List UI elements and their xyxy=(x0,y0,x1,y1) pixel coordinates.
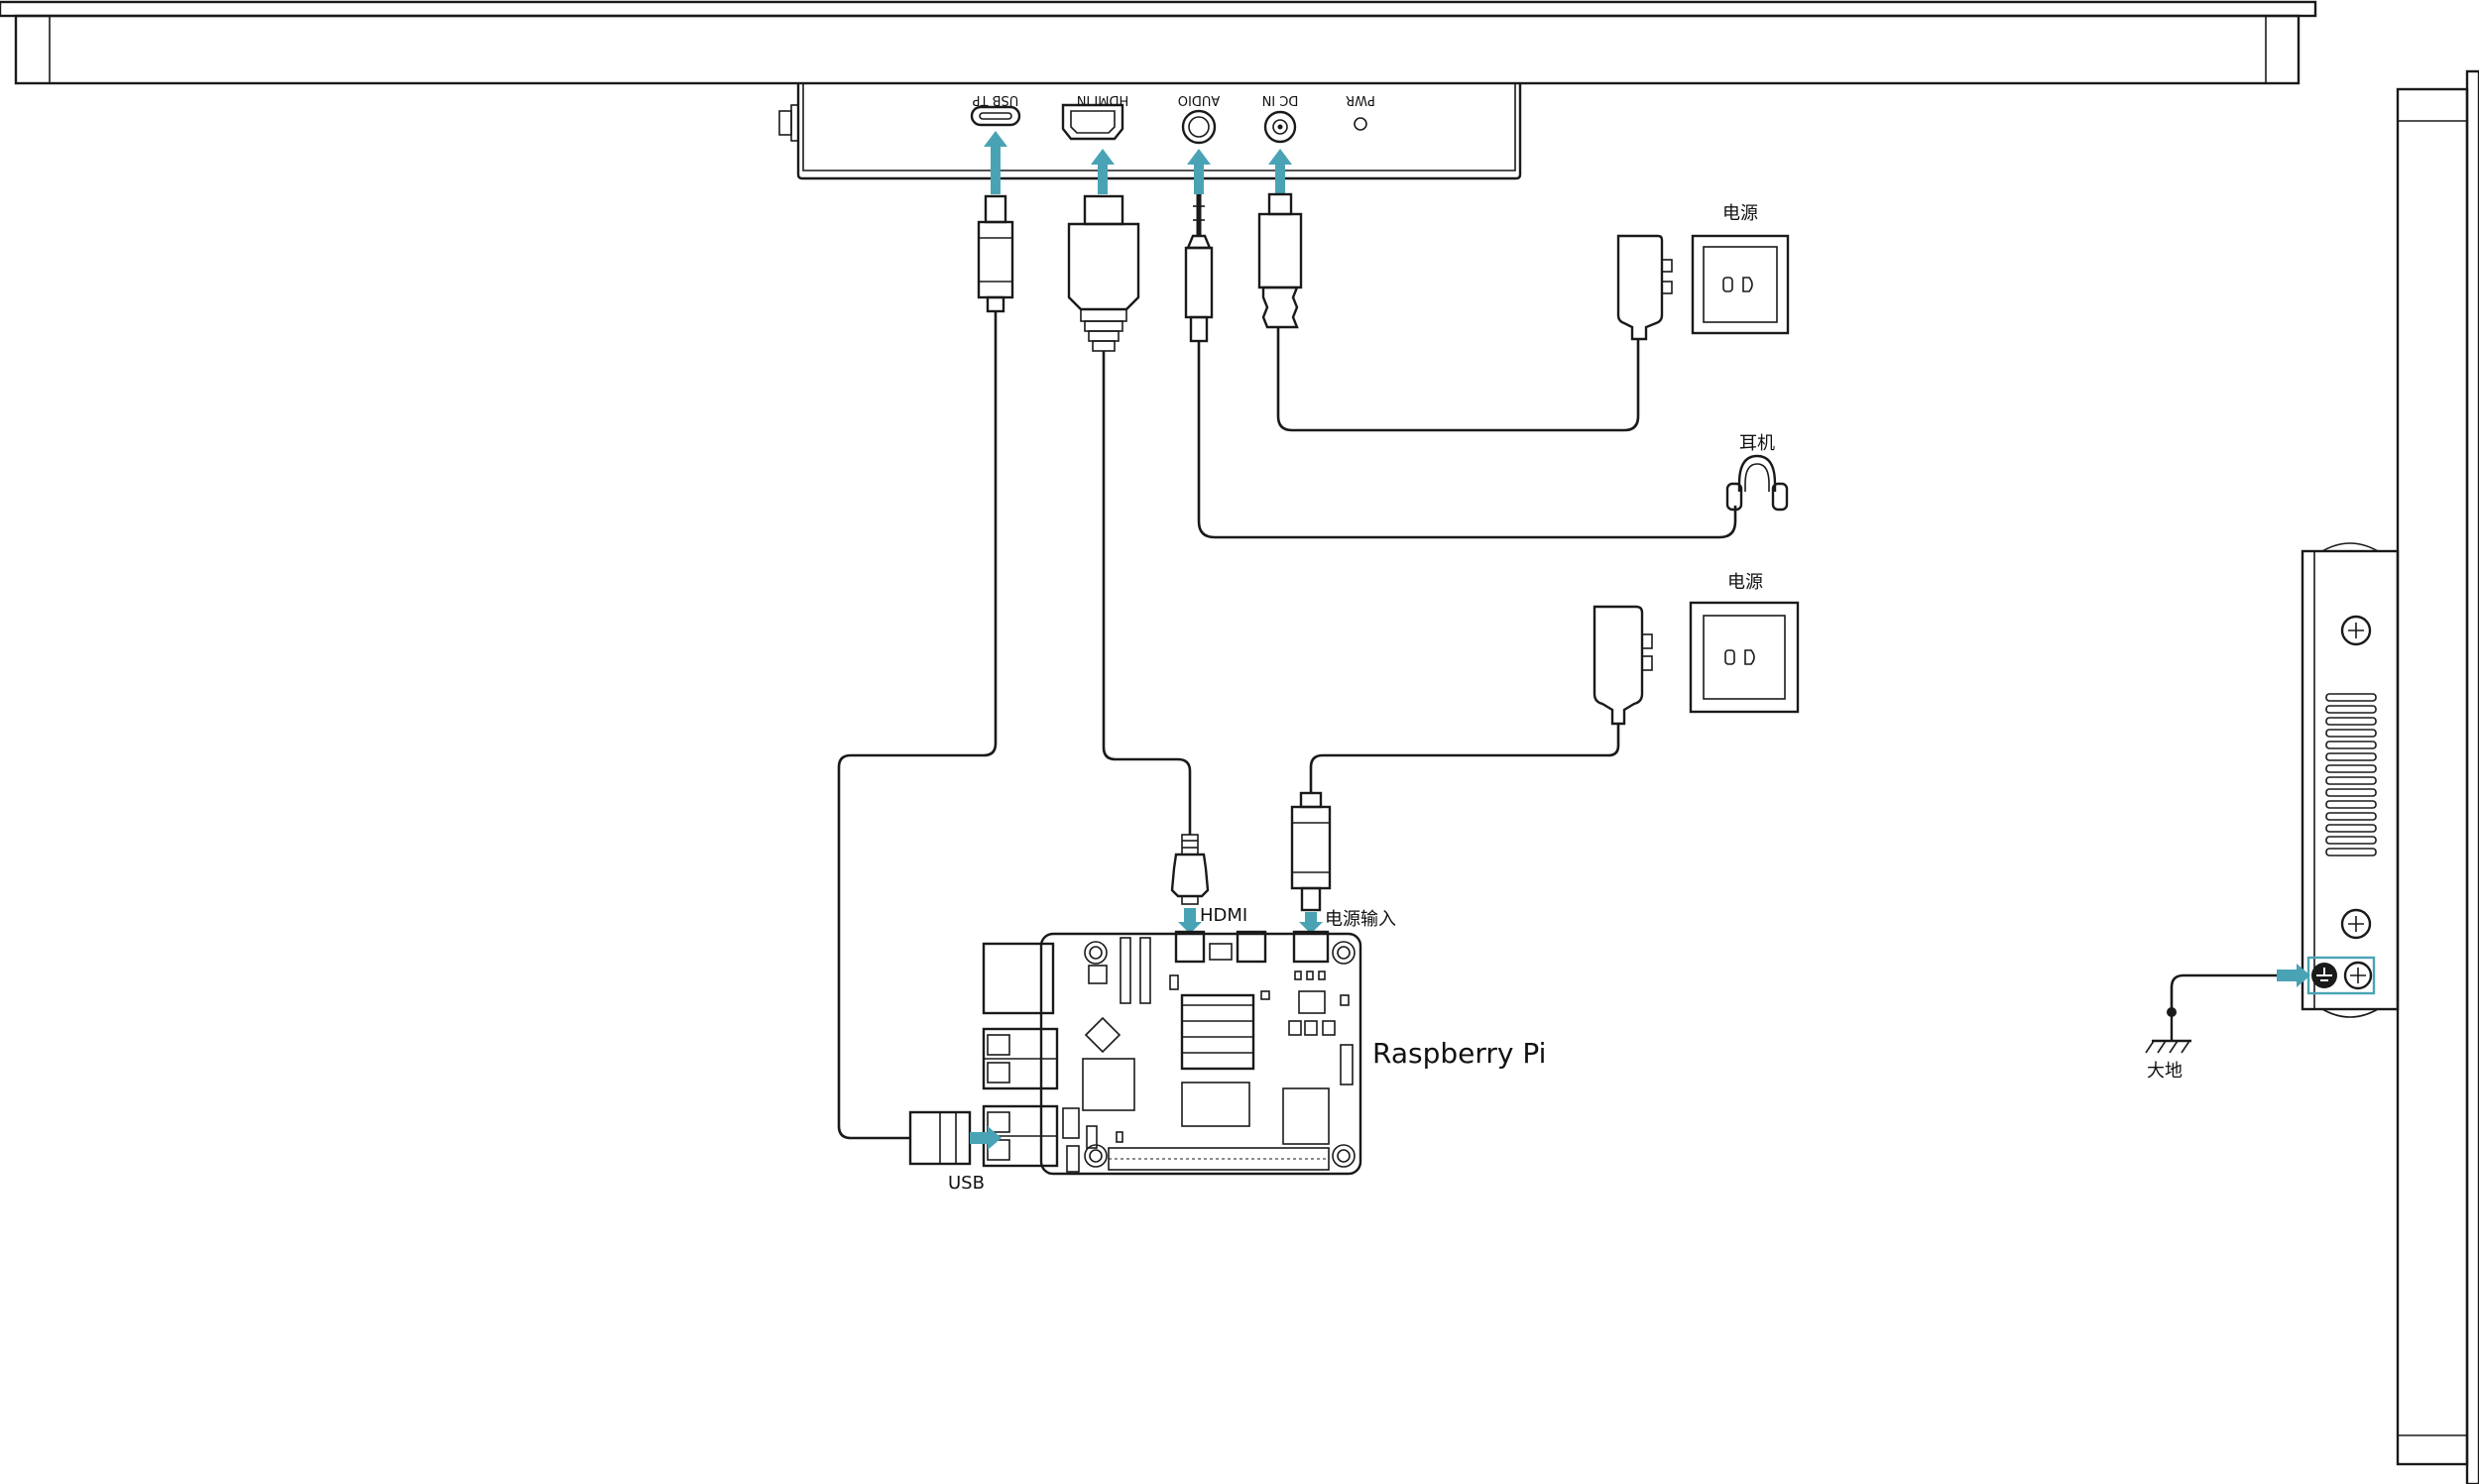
usb-c-plug xyxy=(977,194,1014,313)
raspberry-pi-label: Raspberry Pi xyxy=(1372,1037,1546,1070)
right-arrow-icon-2 xyxy=(2277,964,2310,987)
power-label-top: 电源 xyxy=(1722,203,1758,224)
usb-a-plug xyxy=(908,1110,972,1166)
headphone-icon xyxy=(1725,454,1789,512)
down-arrow-icon xyxy=(1178,908,1202,934)
usb-tp-label: USB TP xyxy=(973,92,1019,107)
ground-label: 大地 xyxy=(2147,1061,2183,1082)
down-arrow-icon-2 xyxy=(1299,912,1323,934)
dc-in-label: DC IN xyxy=(1262,92,1299,107)
power-outlet-icon xyxy=(1691,234,1790,335)
headphone-label: 耳机 xyxy=(1739,433,1775,454)
monitor-top-view: USB TP HDMI IN AUDIO DC IN PWR xyxy=(0,0,2317,180)
pi-power-plug xyxy=(1290,791,1332,912)
power-input-label: 电源输入 xyxy=(1325,909,1396,930)
right-arrow-icon xyxy=(970,1126,1002,1150)
raspberry-pi-board xyxy=(982,930,1362,1176)
hdmi-in-label: HDMI IN xyxy=(1077,92,1129,107)
cables xyxy=(837,311,1737,1140)
hdmi-plug xyxy=(1067,194,1140,352)
micro-hdmi-plug xyxy=(1170,834,1210,905)
screw-icon xyxy=(2340,615,2372,940)
hdmi-label: HDMI xyxy=(1200,905,1247,926)
dc-plug xyxy=(1257,192,1303,329)
vent-grille xyxy=(2325,693,2377,856)
usb-label: USB xyxy=(948,1173,985,1194)
power-outlet-icon-2 xyxy=(1689,601,1800,714)
audio-jack-plug xyxy=(1184,194,1214,343)
audio-label: AUDIO xyxy=(1178,92,1221,107)
monitor-side-view xyxy=(2301,69,2479,1484)
power-adapter-icon-2 xyxy=(1593,605,1653,726)
pwr-label: PWR xyxy=(1346,92,1375,107)
power-adapter-icon xyxy=(1616,234,1673,341)
power-label-bottom: 电源 xyxy=(1727,572,1763,593)
ground-icon xyxy=(2145,1007,2191,1054)
up-arrow-icon xyxy=(984,131,1292,194)
